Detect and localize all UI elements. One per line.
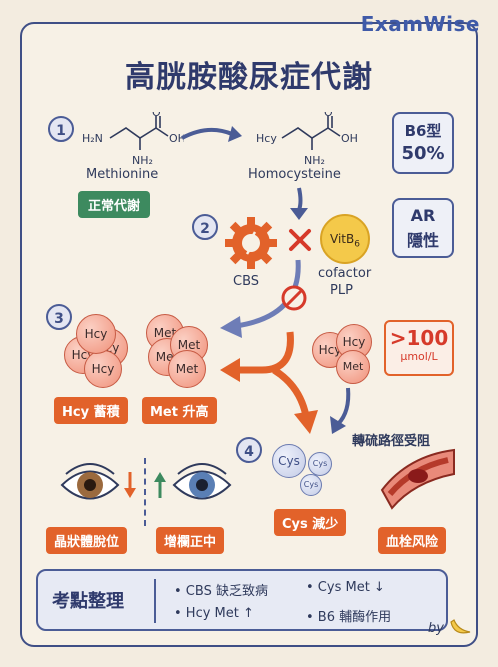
eye-icon <box>172 463 232 500</box>
b6-type-percent: 50% <box>401 143 445 164</box>
arrow-down-icon <box>290 187 308 220</box>
arrow-right-icon <box>181 126 242 142</box>
hcy-accumulation-badge: Hcy 蓄積 <box>54 397 128 424</box>
homocysteine-label: Homocysteine <box>248 167 341 182</box>
normal-metabolism-badge: 正常代謝 <box>78 191 151 218</box>
homocysteine-alpha-amine: NH₂ <box>304 154 325 167</box>
banana-icon <box>450 619 471 634</box>
no-entry-icon <box>281 285 307 311</box>
met-molecule-right: Met <box>336 350 370 384</box>
methionine-structure-icon: H₂N O OH NH₂ <box>82 112 184 167</box>
methionine-hydroxyl: OH <box>169 132 184 145</box>
hcy-molecule: Hcy <box>76 314 116 354</box>
blood-vessel-icon <box>380 448 455 510</box>
methionine-label: Methionine <box>86 167 159 182</box>
vitamin-b6-icon: VitB6 <box>320 214 370 264</box>
summary-item: • B6 輔酶作用 <box>306 610 392 625</box>
cys-molecule: Cys <box>272 444 306 478</box>
hcy-molecule: Hcy <box>84 350 122 388</box>
summary-item: • Cys Met ↓ <box>306 580 385 595</box>
cofactor-label: cofactor <box>318 266 372 281</box>
arrow-down-small-icon <box>124 472 136 498</box>
homocysteine-hcy: Hcy <box>256 132 277 145</box>
homocysteine-structure-icon: Hcy O OH NH₂ <box>256 112 358 167</box>
brand-logo: ExamWise <box>360 12 480 36</box>
gear-icon <box>225 217 277 269</box>
summary-box: 考點整理 • CBS 缺乏致病 • Cys Met ↓ • Hcy Met ↑ … <box>36 569 448 631</box>
arrow-up-small-icon <box>154 472 166 498</box>
step-number-4: 4 <box>236 437 262 463</box>
summary-heading: 考點整理 <box>52 591 124 612</box>
methionine-alpha-amine: NH₂ <box>132 154 153 167</box>
recessive-label: 隱性 <box>406 231 439 250</box>
height-badge: 增欄正中 <box>156 527 225 554</box>
arrow-to-cys-icon <box>330 387 351 434</box>
b6-type-box: B6型 50% <box>392 112 454 174</box>
transsulfuration-blocked-label: 轉硫路徑受阻 <box>352 434 431 449</box>
homocysteine-carbonyl: O <box>324 112 333 119</box>
methionine-amine: H₂N <box>82 132 103 145</box>
thrombosis-risk-badge: 血栓风险 <box>378 527 447 554</box>
inheritance-box: AR 隱性 <box>392 198 454 258</box>
met-elevated-badge: Met 升高 <box>142 397 217 424</box>
cys-molecule: Cys <box>300 474 322 496</box>
split-arrow-icon <box>220 331 318 434</box>
plp-label: PLP <box>330 283 353 298</box>
eye-icon <box>60 463 120 500</box>
step-number-3: 3 <box>46 304 72 330</box>
credit-label: by <box>428 621 444 636</box>
page-title: 高胱胺酸尿症代謝 <box>125 60 373 95</box>
cbs-label: CBS <box>233 274 260 289</box>
methionine-carbonyl: O <box>152 112 161 119</box>
vitamin-b6-label: VitB <box>330 232 355 246</box>
level-unit: μmol/L <box>400 350 438 363</box>
vitamin-b6-subscript: 6 <box>354 239 360 250</box>
homocysteine-hydroxyl: OH <box>341 132 358 145</box>
cys-molecule: Cys <box>308 452 332 476</box>
summary-item: • CBS 缺乏致病 <box>174 584 268 599</box>
step-number-1: 1 <box>48 116 74 142</box>
summary-item: • Hcy Met ↑ <box>174 606 254 621</box>
b6-type-label: B6型 <box>404 122 442 140</box>
met-molecule: Met <box>168 350 206 388</box>
ar-label: AR <box>410 206 436 225</box>
summary-divider <box>154 579 156 623</box>
level-value: >100 <box>389 326 449 350</box>
block-x-icon <box>289 229 311 251</box>
divider <box>144 458 146 526</box>
cys-decreased-badge: Cys 減少 <box>274 509 347 536</box>
level-box: >100 μmol/L <box>384 320 454 376</box>
lens-dislocation-badge: 晶狀體脫位 <box>46 527 128 554</box>
step-number-2: 2 <box>192 214 218 240</box>
